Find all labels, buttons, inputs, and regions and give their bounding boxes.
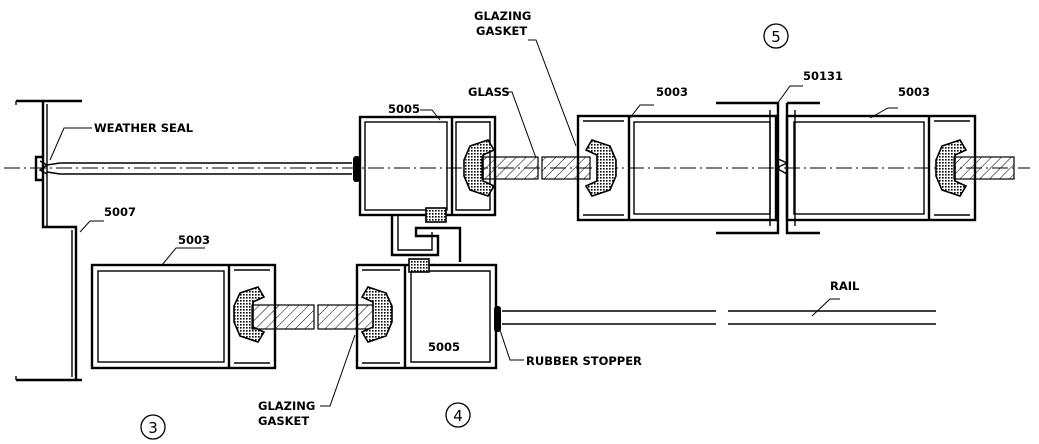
svg-text:5: 5 [771,28,781,46]
profile-5003-left-label: 5003 [178,233,210,247]
callout-4: 4 [445,402,471,428]
leader-lines [49,39,898,407]
profile-50131-label: 50131 [803,69,843,83]
rubber-top-left [353,156,360,182]
glass-top-left [481,156,539,180]
svg-text:4: 4 [453,407,463,425]
rail-lines [502,310,936,325]
weather-seal-label: WEATHER SEAL [94,121,194,135]
glazing-gasket-top-label-1: GLAZING [474,9,531,23]
glazing-gasket-bottom-label-1: GLAZING [258,399,315,413]
gasket-bottom-5005 [360,286,393,343]
rubber-stopper-symbol [494,306,501,332]
profile-50131 [716,101,820,235]
callout-3: 3 [140,414,166,440]
svg-text:3: 3 [148,419,158,437]
gasket-top-5003-right [935,139,968,197]
rubber-stopper-label: RUBBER STOPPER [526,354,642,368]
frame-5007-profile [15,99,82,382]
profile-5005-bottom-label: 5005 [428,340,460,354]
glazing-gasket-top-label-2: GASKET [476,24,527,38]
glass-top-right [953,156,1015,180]
glass-top-mid [541,156,591,180]
profile-5005-top-label: 5005 [388,102,420,116]
gasket-bottom-left [233,286,266,343]
profile-5003-mid-label: 5003 [656,85,688,99]
profile-5007-label: 5007 [104,205,136,219]
gasket-top-5003-mid [584,139,617,197]
glass-label: GLASS [468,85,510,99]
weather-seal-symbol [34,155,61,182]
glazing-gasket-bottom-label-2: GASKET [258,414,309,428]
gasket-top-5005 [463,139,496,197]
gasket-bottom-interlock [408,258,430,273]
glass-bottom-right [317,304,379,330]
glass-bottom-left [251,304,315,330]
callout-5: 5 [763,23,789,49]
gasket-top-interlock [425,207,447,223]
profile-5003-right-label: 5003 [898,85,930,99]
rail-label: RAIL [830,279,860,293]
